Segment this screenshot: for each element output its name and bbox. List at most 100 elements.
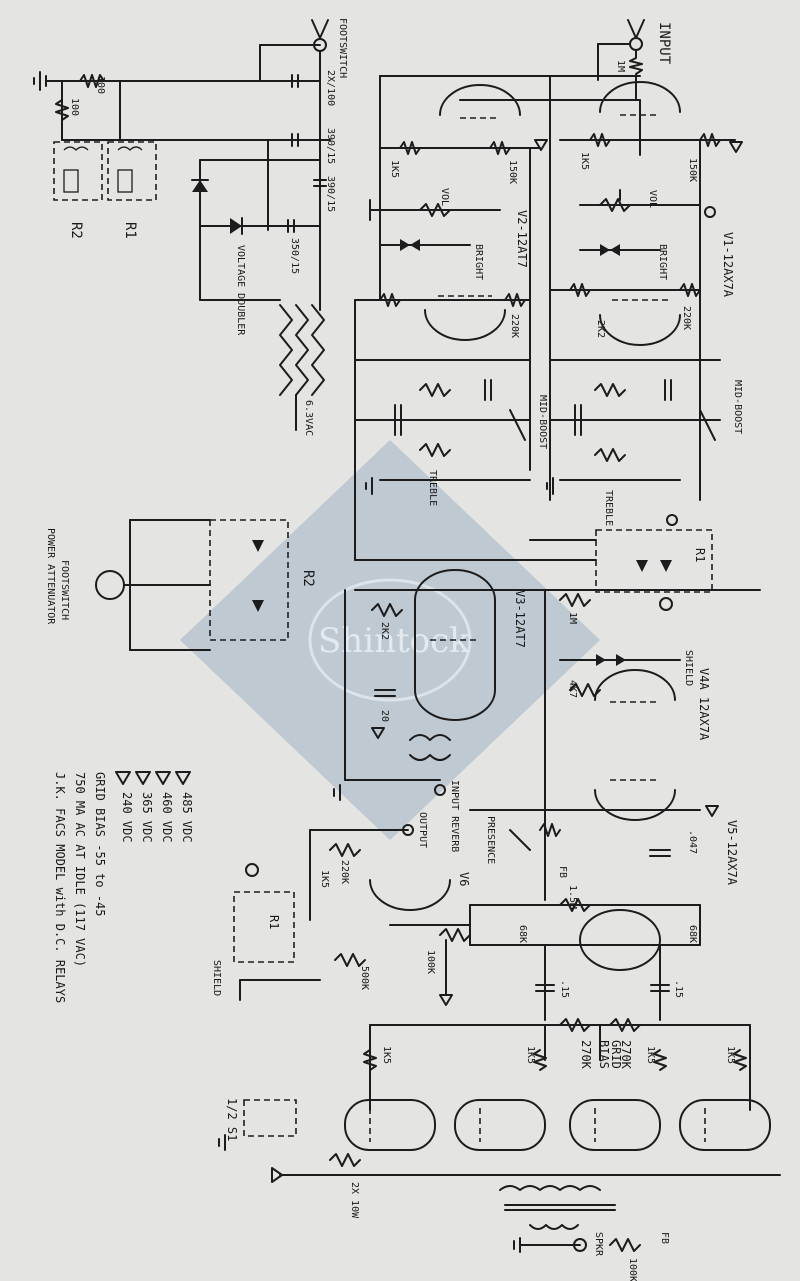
r1-box-label: R1 [693, 548, 707, 562]
heater-label: 6.3VAC [303, 400, 314, 436]
r220k-1: 220K [509, 314, 520, 338]
treble-2-label: TREBLE [603, 490, 614, 526]
r2-label: R2 [68, 222, 84, 239]
r270k-2: 270K [619, 1040, 633, 1070]
r1k5-p3: 1K5 [645, 1046, 656, 1064]
legend-a-value: 485 VDC [180, 792, 194, 843]
r100-label: 100 [95, 76, 106, 94]
cap-390-2: 390/15 [325, 176, 336, 212]
v4-label: V4A 12AX7A [697, 668, 711, 741]
power-tube-4-icon [679, 1099, 771, 1151]
v2-stage: 1K5 150K VOL V2-12AT7 BRIGHT 220K [354, 84, 548, 561]
v4-v5-stage: 1M SHIELD 4K7 V4A 12AX7A PRESENCE FB .04… [469, 589, 739, 1021]
legend-a-icon [175, 771, 191, 785]
relay-r1-lower-box [233, 891, 295, 963]
note-model: J.K. FACS MODEL with D.C. RELAYS [53, 772, 67, 1003]
c047-label: .047 [687, 830, 698, 854]
c20-v3: 20 [379, 710, 390, 722]
watermark-diamond [180, 440, 600, 840]
v5-phase-inverter-icon [579, 909, 661, 971]
heater-winding-icon [279, 304, 325, 431]
bright-1-label: BRIGHT [473, 244, 484, 280]
r1m-2-label: 1M [567, 612, 578, 624]
voltage-doubler-label: VOLTAGE DOUBLER [235, 245, 246, 336]
v2-label: V2-12AT7 [515, 210, 529, 268]
v1-tube-icon [599, 81, 681, 113]
v3-stage: 2K2 20 V3-12AT7 INPUT REVERB [333, 569, 761, 852]
v2-tube-icon [439, 84, 521, 116]
r68k-2: 68K [687, 925, 698, 943]
power-tube-2-icon [454, 1099, 546, 1151]
cap-2x100: 2X/100 [325, 70, 336, 106]
r1k5-p2: 1K5 [525, 1046, 536, 1064]
r1k5-2: 1K5 [389, 160, 400, 178]
bright-2-label: BRIGHT [657, 244, 668, 280]
diode-icon [192, 180, 208, 192]
r100k-spkr-label: 100K [627, 1258, 638, 1281]
r1k5-5: 1K5 [319, 870, 330, 888]
r2-box-label: R2 [300, 570, 316, 587]
r1-lower-label: R1 [267, 915, 281, 929]
v1-label: V1-12AX7A [721, 232, 735, 298]
output-jack-label: OUTPUT [417, 812, 428, 848]
footswitch-lower-label: FOOTSWITCH [59, 560, 70, 620]
legend-c-icon [135, 771, 151, 785]
shield-1-label: SHIELD [683, 650, 694, 686]
node-d-icon [371, 727, 385, 739]
r100k-label: 100K [425, 950, 436, 974]
v1-stage: INPUT 1M 1K5 150K VOL V1-12AX7A BRIGHT [379, 19, 743, 501]
tone-stacks: MID-BOOST TREBLE MID-BOOST TREBLE [354, 359, 743, 526]
bias-label: BIAS [597, 1040, 611, 1069]
node-a-icon [271, 1167, 283, 1183]
v3-tube-icon [414, 569, 496, 721]
node-a-icon [729, 141, 743, 153]
c15-2: .15 [673, 980, 684, 998]
node-d-icon [439, 994, 453, 1006]
v4-tube-icon [594, 669, 676, 701]
grid-label: GRID [609, 1040, 623, 1069]
node-a-icon [534, 139, 548, 151]
v2-tube-lower-icon [424, 309, 506, 341]
power-tubes: 270K 270K BIAS GRID 1K5 1K5 1K5 1K5 1/2 … [218, 1018, 781, 1281]
r100b-label: 100 [69, 98, 80, 116]
vol-2-label: VOL [647, 190, 658, 208]
input-label: INPUT [656, 22, 672, 65]
cap-350: 350/15 [289, 238, 300, 274]
r1k5-p1: 1K5 [381, 1046, 392, 1064]
r2k2-v3: 2K2 [379, 622, 390, 640]
watermark-text: Shintock [318, 621, 470, 661]
v5-label: V5-12AX7A [725, 820, 739, 886]
power-tube-3-icon [569, 1099, 661, 1151]
fb-2-label: FB [659, 1232, 670, 1244]
note-idle-current: 750 MA AC AT IDLE (117 VAC) [73, 772, 87, 967]
v5-tube-icon [594, 789, 676, 821]
r1k5-p4: 1K5 [725, 1046, 736, 1064]
r220k-3: 220K [339, 860, 350, 884]
legend-d-value: 240 VDC [120, 792, 134, 843]
power-attenuator: R2 POWER ATTENUATOR FOOTSWITCH [45, 519, 316, 651]
output-transformer-icon [499, 1185, 616, 1230]
r4k7: 4K7 [567, 680, 578, 698]
r1-label: R1 [122, 222, 138, 239]
speaker-jack-icon [573, 1238, 587, 1252]
footswitch-socket-icon [95, 570, 125, 600]
v6-label: V6 [457, 872, 471, 886]
reverb-input-jack-icon [434, 784, 446, 796]
r68k-1: 68K [517, 925, 528, 943]
r1k5-1: 1K5 [579, 152, 590, 170]
relay-r2-box [53, 141, 103, 201]
spkr-label: SPKR [593, 1232, 604, 1257]
r500k-label: 500K [359, 966, 370, 990]
vol-1-label: VOL [439, 188, 450, 206]
r15m-label: 1.5M [567, 885, 578, 909]
r150k-2: 150K [687, 158, 698, 182]
r2k2: 2K2 [595, 320, 606, 338]
v6-tube-icon [369, 879, 451, 911]
fuse-box [243, 1099, 297, 1137]
v1-tube-lower-icon [599, 314, 681, 346]
input-jack-icon [629, 37, 643, 51]
legend: 485 VDC 460 VDC 365 VDC 240 VDC GRID BIA… [53, 771, 194, 1003]
power-tube-1-icon [344, 1099, 436, 1151]
